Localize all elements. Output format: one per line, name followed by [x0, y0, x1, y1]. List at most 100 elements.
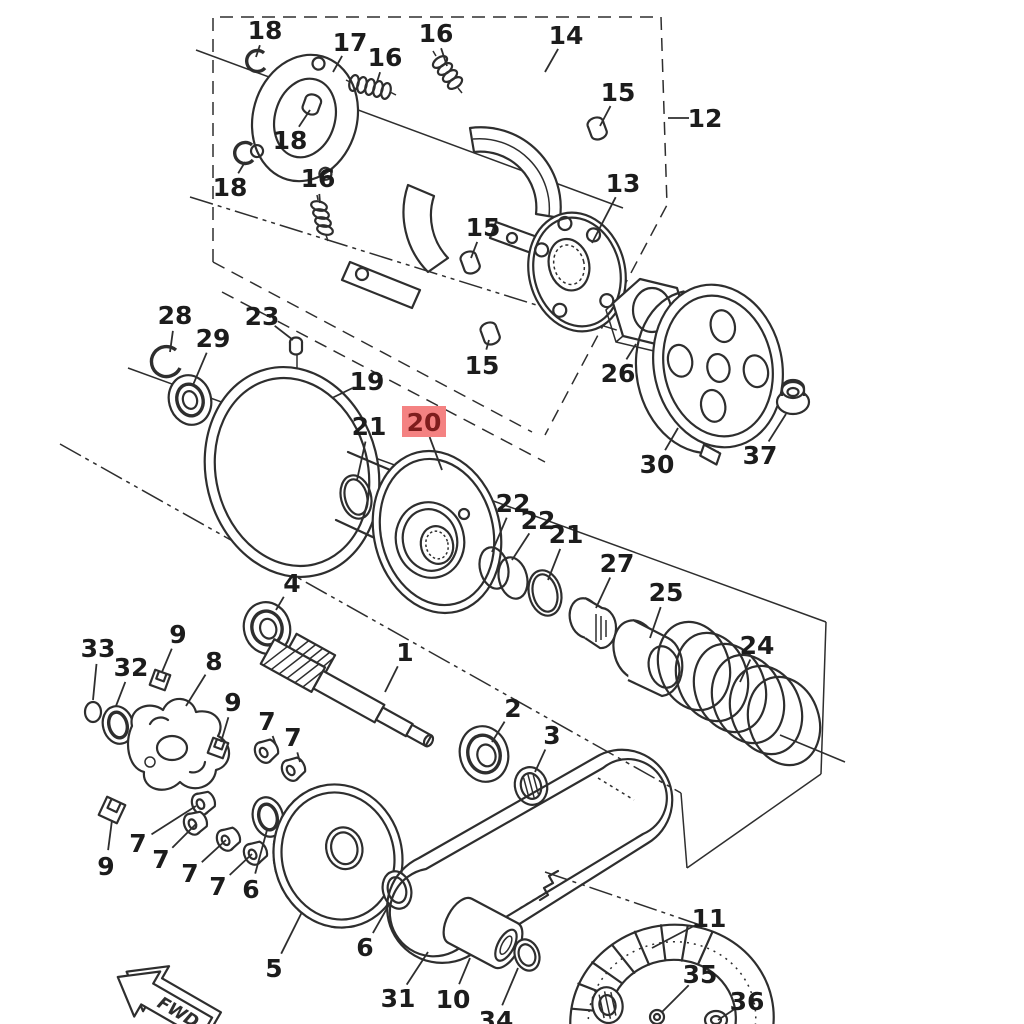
part-number-text: 6: [356, 933, 373, 962]
part-label-15-5: 15: [599, 78, 635, 127]
leader-line-18: [298, 109, 311, 128]
part-number-text: 31: [381, 984, 416, 1013]
part-number-text: 7: [284, 723, 301, 752]
part-8-cam-plate: [126, 697, 231, 791]
part-number-text: 23: [245, 302, 280, 331]
leader-line-16: [318, 193, 321, 204]
leader-line-36: [717, 1009, 735, 1021]
part-37-flange-nut: [775, 378, 811, 416]
part-label-27-25: 27: [595, 549, 635, 609]
leader-line-21: [356, 441, 367, 481]
panel-bottom-edge: [686, 773, 822, 869]
part-number-text: 9: [224, 688, 241, 717]
leader-line-16: [440, 47, 448, 67]
leader-line-15: [470, 241, 479, 259]
part-number-text: 9: [97, 852, 114, 881]
part-1-main-shaft: [259, 638, 435, 748]
leader-line-5: [280, 911, 303, 955]
part-number-text: 9: [169, 620, 186, 649]
leader-line-11: [651, 924, 696, 949]
part-number-text: 5: [265, 954, 282, 983]
part-number-text: 27: [600, 549, 635, 578]
part-label-21-18: 21: [352, 412, 387, 481]
part-label-23-16: 23: [245, 302, 294, 341]
part-label-31-47: 31: [381, 951, 429, 1013]
part-number-text: 1: [396, 638, 413, 667]
leader-line-7: [151, 805, 197, 836]
part-label-7-43: 7: [209, 853, 253, 901]
part-label-9-34: 9: [220, 688, 242, 743]
leader-line-3: [534, 749, 547, 773]
leader-line-1: [384, 665, 399, 693]
part-24-compression-spring: [656, 620, 822, 767]
part-label-18-7: 18: [273, 109, 311, 155]
leader-line-19: [331, 387, 353, 399]
mid-axis-centerline: [59, 443, 682, 794]
part-label-7-35: 7: [258, 707, 277, 746]
part-number-text: 15: [466, 213, 501, 242]
part-29-bearing: [167, 374, 213, 426]
part-16-spring-a: [345, 74, 397, 100]
part-9-slider-c: [97, 795, 127, 825]
part-number-text: 30: [640, 450, 675, 479]
leader-line-22: [511, 532, 531, 561]
part-label-6-46: 6: [356, 902, 391, 962]
leader-line-31: [405, 951, 429, 986]
leader-line-35: [661, 984, 690, 1013]
leader-line-22: [491, 517, 508, 553]
part-label-9-29: 9: [161, 620, 187, 673]
leader-line-37: [767, 413, 787, 442]
part-number-text: 34: [479, 1006, 514, 1024]
part-label-22-22: 22: [491, 489, 530, 553]
part-27-needle-bushing: [568, 597, 618, 650]
part-number-text: 12: [688, 104, 723, 133]
part-number-text: 16: [368, 43, 403, 72]
part-label-30-20: 30: [640, 427, 679, 479]
part-22-ring-b: [497, 556, 529, 600]
part-number-text: 15: [465, 351, 500, 380]
part-label-34-49: 34: [479, 967, 519, 1024]
panel-right-edge: [820, 621, 827, 775]
leader-line-7: [171, 823, 197, 849]
part-18-circlip-mid: [233, 140, 255, 166]
leader-line-34: [501, 967, 519, 1006]
part-label-26-13: 26: [601, 343, 637, 388]
part-10-spacer-collar: [442, 896, 524, 970]
part-13-clutch-hub: [527, 211, 627, 333]
part-label-7-41: 7: [152, 823, 197, 874]
part-number-text: 26: [601, 359, 636, 388]
leader-line-6: [372, 902, 391, 934]
part-label-20-19: 20: [402, 406, 446, 471]
part-number-text: 18: [213, 173, 248, 202]
part-number-text: 7: [152, 845, 169, 874]
part-label-4-28: 4: [275, 569, 301, 611]
leader-line-26: [625, 343, 637, 360]
leader-line-9: [220, 717, 230, 743]
part-number-text: 35: [683, 960, 718, 989]
leader-line-2: [491, 721, 506, 743]
part-label-25-26: 25: [649, 578, 683, 639]
part-number-text: 33: [81, 634, 116, 663]
part-number-text: 17: [333, 28, 368, 57]
part-number-text: 32: [114, 653, 149, 682]
part-label-12-6: 12: [668, 104, 722, 133]
part-label-16-2: 16: [368, 43, 403, 83]
part-label-15-12: 15: [465, 339, 500, 380]
part-label-36-52: 36: [717, 987, 764, 1021]
leader-line-25: [649, 606, 662, 639]
part-number-text: 3: [543, 721, 560, 750]
part-number-text: 7: [258, 707, 275, 736]
part-15-pin-b: [459, 250, 481, 275]
part-30-clutch-housing: [634, 283, 784, 466]
leader-line-9: [161, 648, 173, 673]
leader-line-20: [428, 436, 443, 471]
part-number-text: 7: [181, 859, 198, 888]
leader-line-9: [107, 819, 113, 851]
part-number-text: 21: [352, 412, 387, 441]
part-label-18-0: 18: [248, 16, 282, 58]
part-label-21-24: 21: [547, 520, 583, 581]
leader-line-21: [547, 548, 562, 581]
part-32-oil-seal: [101, 705, 135, 745]
leader-line-28: [169, 330, 174, 353]
